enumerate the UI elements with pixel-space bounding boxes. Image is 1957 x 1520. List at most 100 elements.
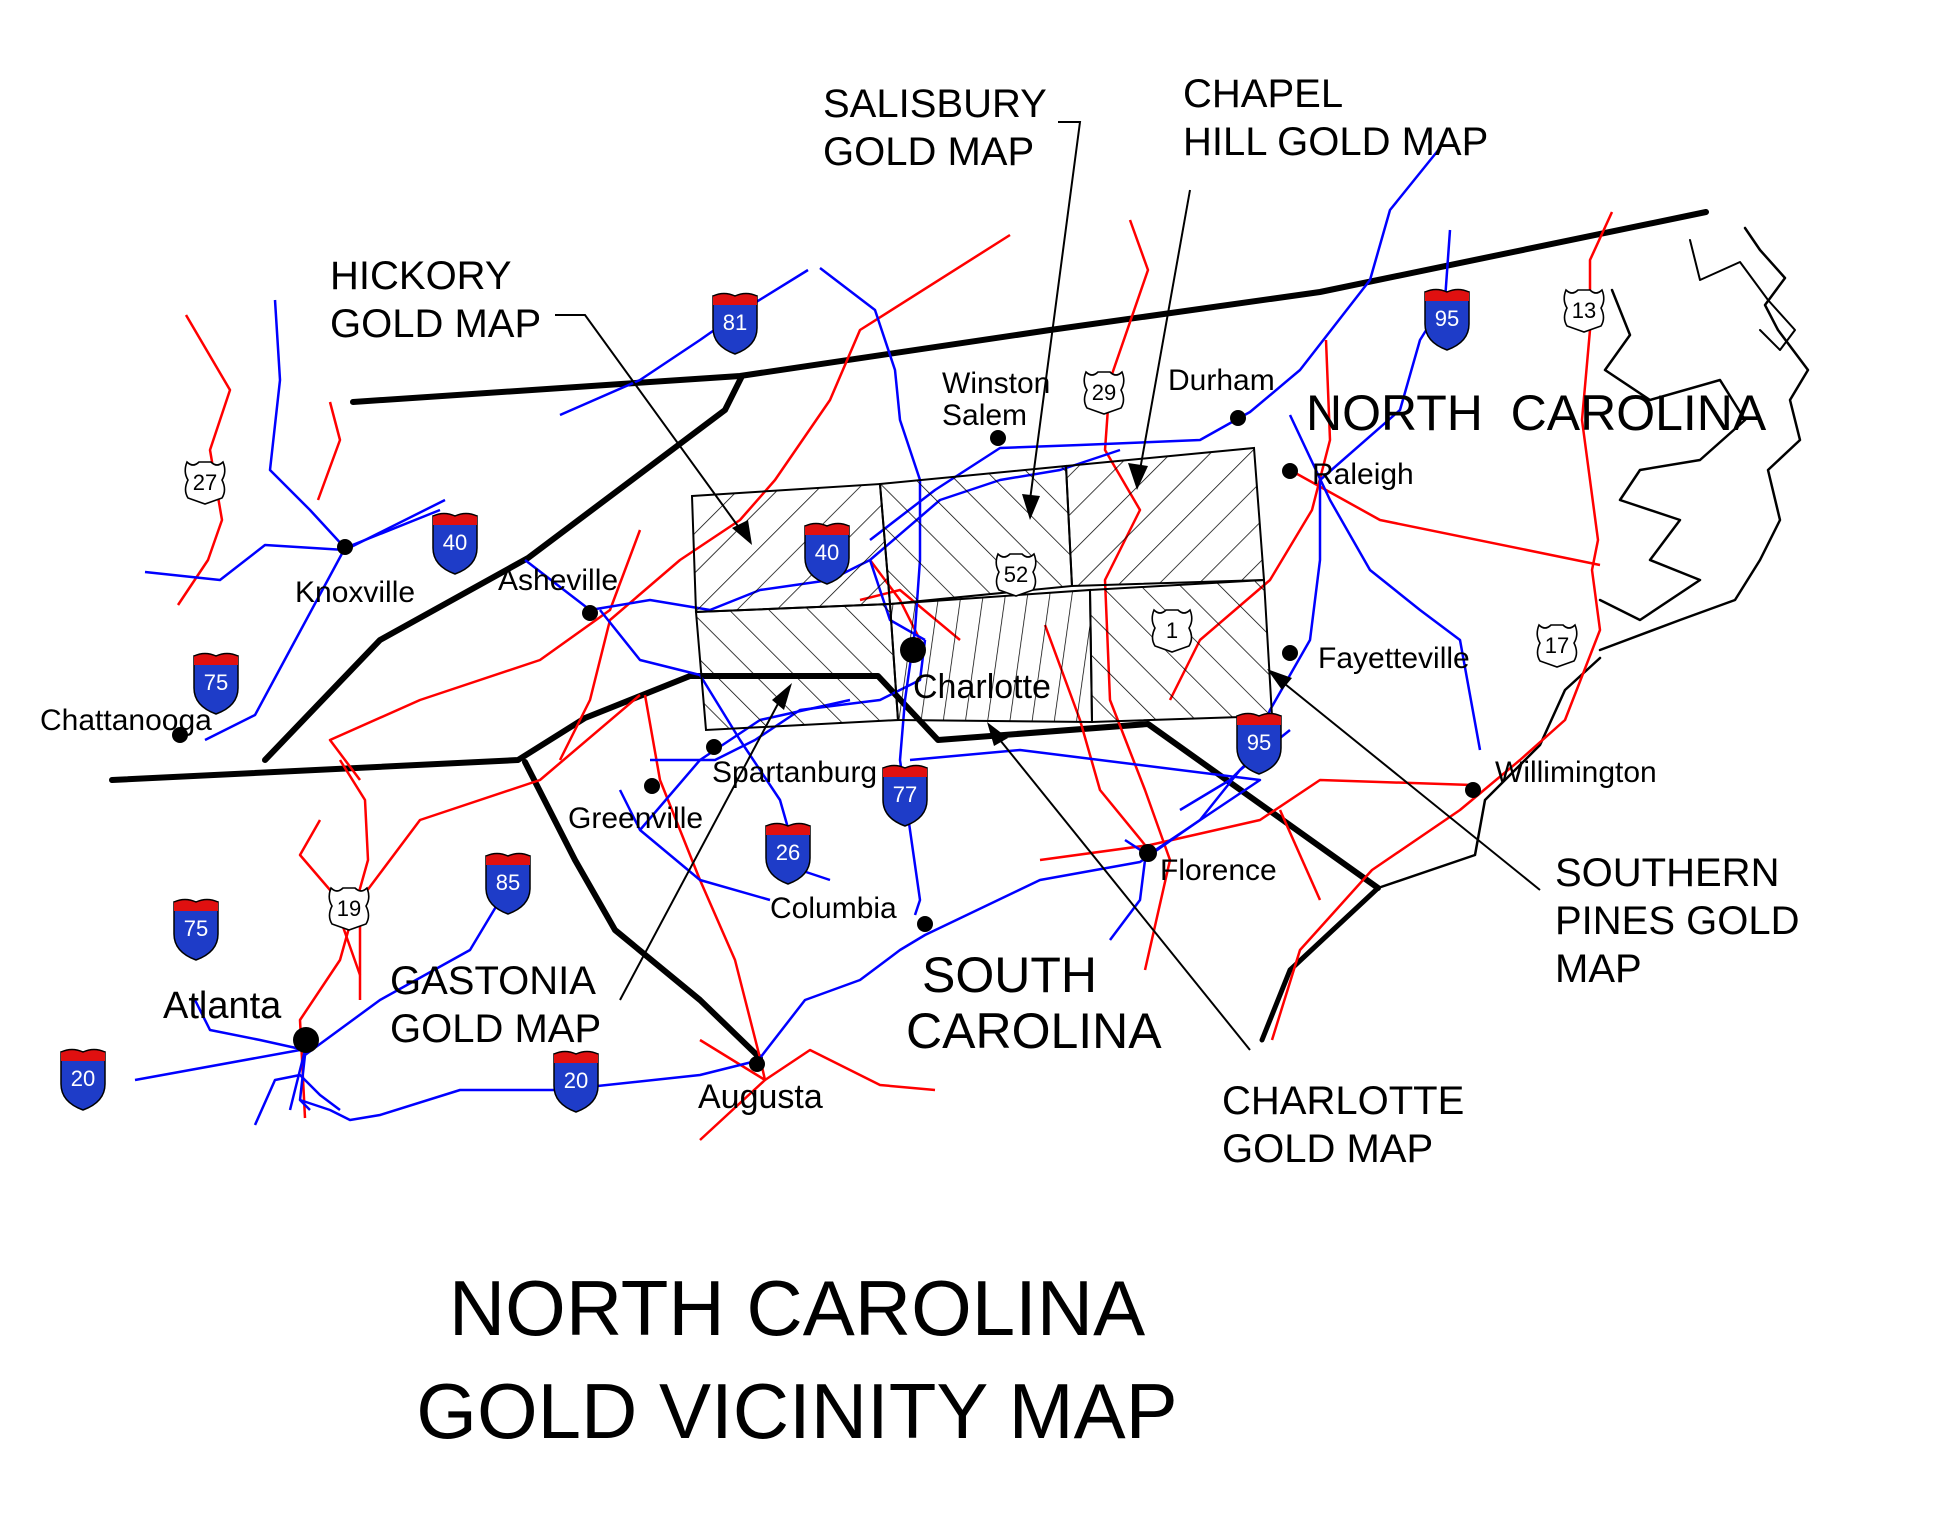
- svg-text:26: 26: [776, 840, 800, 865]
- augusta-label: Augusta: [698, 1078, 823, 1116]
- southern-pines-gold-map-area: [1088, 578, 1274, 724]
- svg-text:85: 85: [496, 870, 520, 895]
- svg-text:19: 19: [337, 896, 361, 921]
- asheville-dot: [582, 605, 598, 621]
- winston-salem-label: Winston: [942, 367, 1050, 400]
- svg-text:1: 1: [1166, 618, 1178, 643]
- chapel-hill-callout-2: HILL GOLD MAP: [1183, 120, 1488, 164]
- sound-shore: [1598, 288, 1747, 622]
- durham-dot: [1230, 410, 1246, 426]
- greenville-label: Greenville: [568, 802, 703, 835]
- coastline: [1376, 656, 1602, 890]
- gastonia-callout-2: GOLD MAP: [390, 1007, 601, 1051]
- svg-text:20: 20: [564, 1068, 588, 1093]
- svg-text:27: 27: [193, 470, 217, 495]
- i77-shield: 77: [882, 764, 928, 827]
- chattanooga-dot: [172, 727, 188, 743]
- augusta-dot: [749, 1056, 765, 1072]
- svg-text:29: 29: [1092, 380, 1116, 405]
- gold-map-areas: [690, 446, 1274, 732]
- sound-shore-2: [1689, 239, 1796, 351]
- spartanburg-label: Spartanburg: [712, 756, 877, 789]
- us27-shield: 27: [184, 461, 226, 505]
- nc-sc-coast-border: [1259, 885, 1381, 1043]
- i95-south-shield: 95: [1236, 712, 1282, 775]
- columbia-dot: [917, 916, 933, 932]
- columbia-label: Columbia: [770, 892, 897, 925]
- i81-shield: 81: [712, 292, 758, 355]
- title-line-2: GOLD VICINITY MAP: [416, 1367, 1177, 1455]
- title-line-1: NORTH CAROLINA: [449, 1264, 1145, 1352]
- region-labels: NORTH CAROLINA SOUTH CAROLINA: [906, 385, 1767, 1059]
- outer-banks: [1598, 226, 1810, 652]
- knoxville-dot: [337, 539, 353, 555]
- us52-shield: 52: [995, 553, 1037, 597]
- salisbury-callout-2: GOLD MAP: [823, 130, 1034, 174]
- southern-pines-callout-1: SOUTHERN: [1555, 851, 1779, 895]
- georgia-sc-border: [522, 759, 763, 1061]
- svg-text:40: 40: [815, 540, 839, 565]
- tennessee-border: [262, 373, 745, 763]
- south-carolina-label-2: CAROLINA: [906, 1003, 1162, 1059]
- city-markers: [172, 410, 1481, 1072]
- south-carolina-label-1: SOUTH: [922, 947, 1097, 1003]
- svg-text:81: 81: [723, 310, 747, 335]
- us17-shield: 17: [1536, 624, 1578, 668]
- us19-shield: 19: [328, 887, 370, 931]
- chapel-hill-gold-map-area: [1064, 446, 1266, 588]
- svg-text:95: 95: [1247, 730, 1271, 755]
- svg-text:13: 13: [1572, 298, 1596, 323]
- i20-west-shield: 20: [60, 1048, 106, 1111]
- svg-text:75: 75: [204, 670, 228, 695]
- city-labels: Winston Salem Durham Raleigh Knoxville A…: [40, 364, 1657, 1116]
- interstate-shields: 81 95 40 40 75 77 95 26 85 75 20 20: [60, 288, 1470, 1113]
- chapel-hill-callout-1: CHAPEL: [1183, 72, 1343, 116]
- charlotte-callout-2: GOLD MAP: [1222, 1127, 1433, 1171]
- svg-text:95: 95: [1435, 306, 1459, 331]
- i95-north-shield: 95: [1424, 288, 1470, 351]
- fayetteville-label: Fayetteville: [1318, 642, 1470, 675]
- spartanburg-dot: [706, 739, 722, 755]
- southern-pines-callout-2: PINES GOLD: [1555, 899, 1800, 943]
- i20-east-shield: 20: [553, 1050, 599, 1113]
- svg-text:75: 75: [184, 916, 208, 941]
- charlotte-dot: [900, 637, 926, 663]
- i40-east-shield: 40: [804, 522, 850, 585]
- chattanooga-label: Chattanooga: [40, 704, 212, 737]
- i40-west-shield: 40: [432, 512, 478, 575]
- north-carolina-label: NORTH CAROLINA: [1306, 385, 1767, 441]
- us-route-shields: 27 29 52 1 13 17 19: [184, 289, 1605, 931]
- hickory-callout-1: HICKORY: [330, 254, 512, 298]
- durham-label: Durham: [1168, 364, 1275, 397]
- i26-shield: 26: [765, 822, 811, 885]
- us29-shield: 29: [1083, 371, 1125, 415]
- i75-south-shield: 75: [173, 898, 219, 961]
- knoxville-label: Knoxville: [295, 576, 415, 609]
- callout-labels: SALISBURY GOLD MAP CHAPEL HILL GOLD MAP …: [330, 72, 1800, 1171]
- callout-arrowheads: [732, 463, 1292, 746]
- map-title: NORTH CAROLINA GOLD VICINITY MAP: [416, 1264, 1177, 1455]
- us13-shield: 13: [1563, 289, 1605, 333]
- svg-text:20: 20: [71, 1066, 95, 1091]
- charlotte-label: Charlotte: [913, 668, 1051, 706]
- salisbury-gold-map-area: [878, 464, 1074, 606]
- i75-north-shield: 75: [193, 652, 239, 715]
- us1-shield: 1: [1151, 609, 1193, 653]
- atlanta-dot: [293, 1027, 319, 1053]
- fayetteville-dot: [1282, 645, 1298, 661]
- svg-text:77: 77: [893, 782, 917, 807]
- salisbury-callout-1: SALISBURY: [823, 82, 1047, 126]
- asheville-label: Asheville: [498, 564, 618, 597]
- svg-text:17: 17: [1545, 633, 1569, 658]
- hickory-callout-2: GOLD MAP: [330, 302, 541, 346]
- willimington-dot: [1465, 782, 1481, 798]
- i85-shield: 85: [485, 852, 531, 915]
- greenville-dot: [644, 778, 660, 794]
- florence-label: Florence: [1160, 854, 1277, 887]
- winston-salem-label-2: Salem: [942, 399, 1027, 432]
- raleigh-label: Raleigh: [1312, 458, 1414, 491]
- gastonia-gold-map-area: [694, 602, 900, 732]
- florence-dot: [1139, 844, 1157, 862]
- charlotte-callout-1: CHARLOTTE: [1222, 1079, 1464, 1123]
